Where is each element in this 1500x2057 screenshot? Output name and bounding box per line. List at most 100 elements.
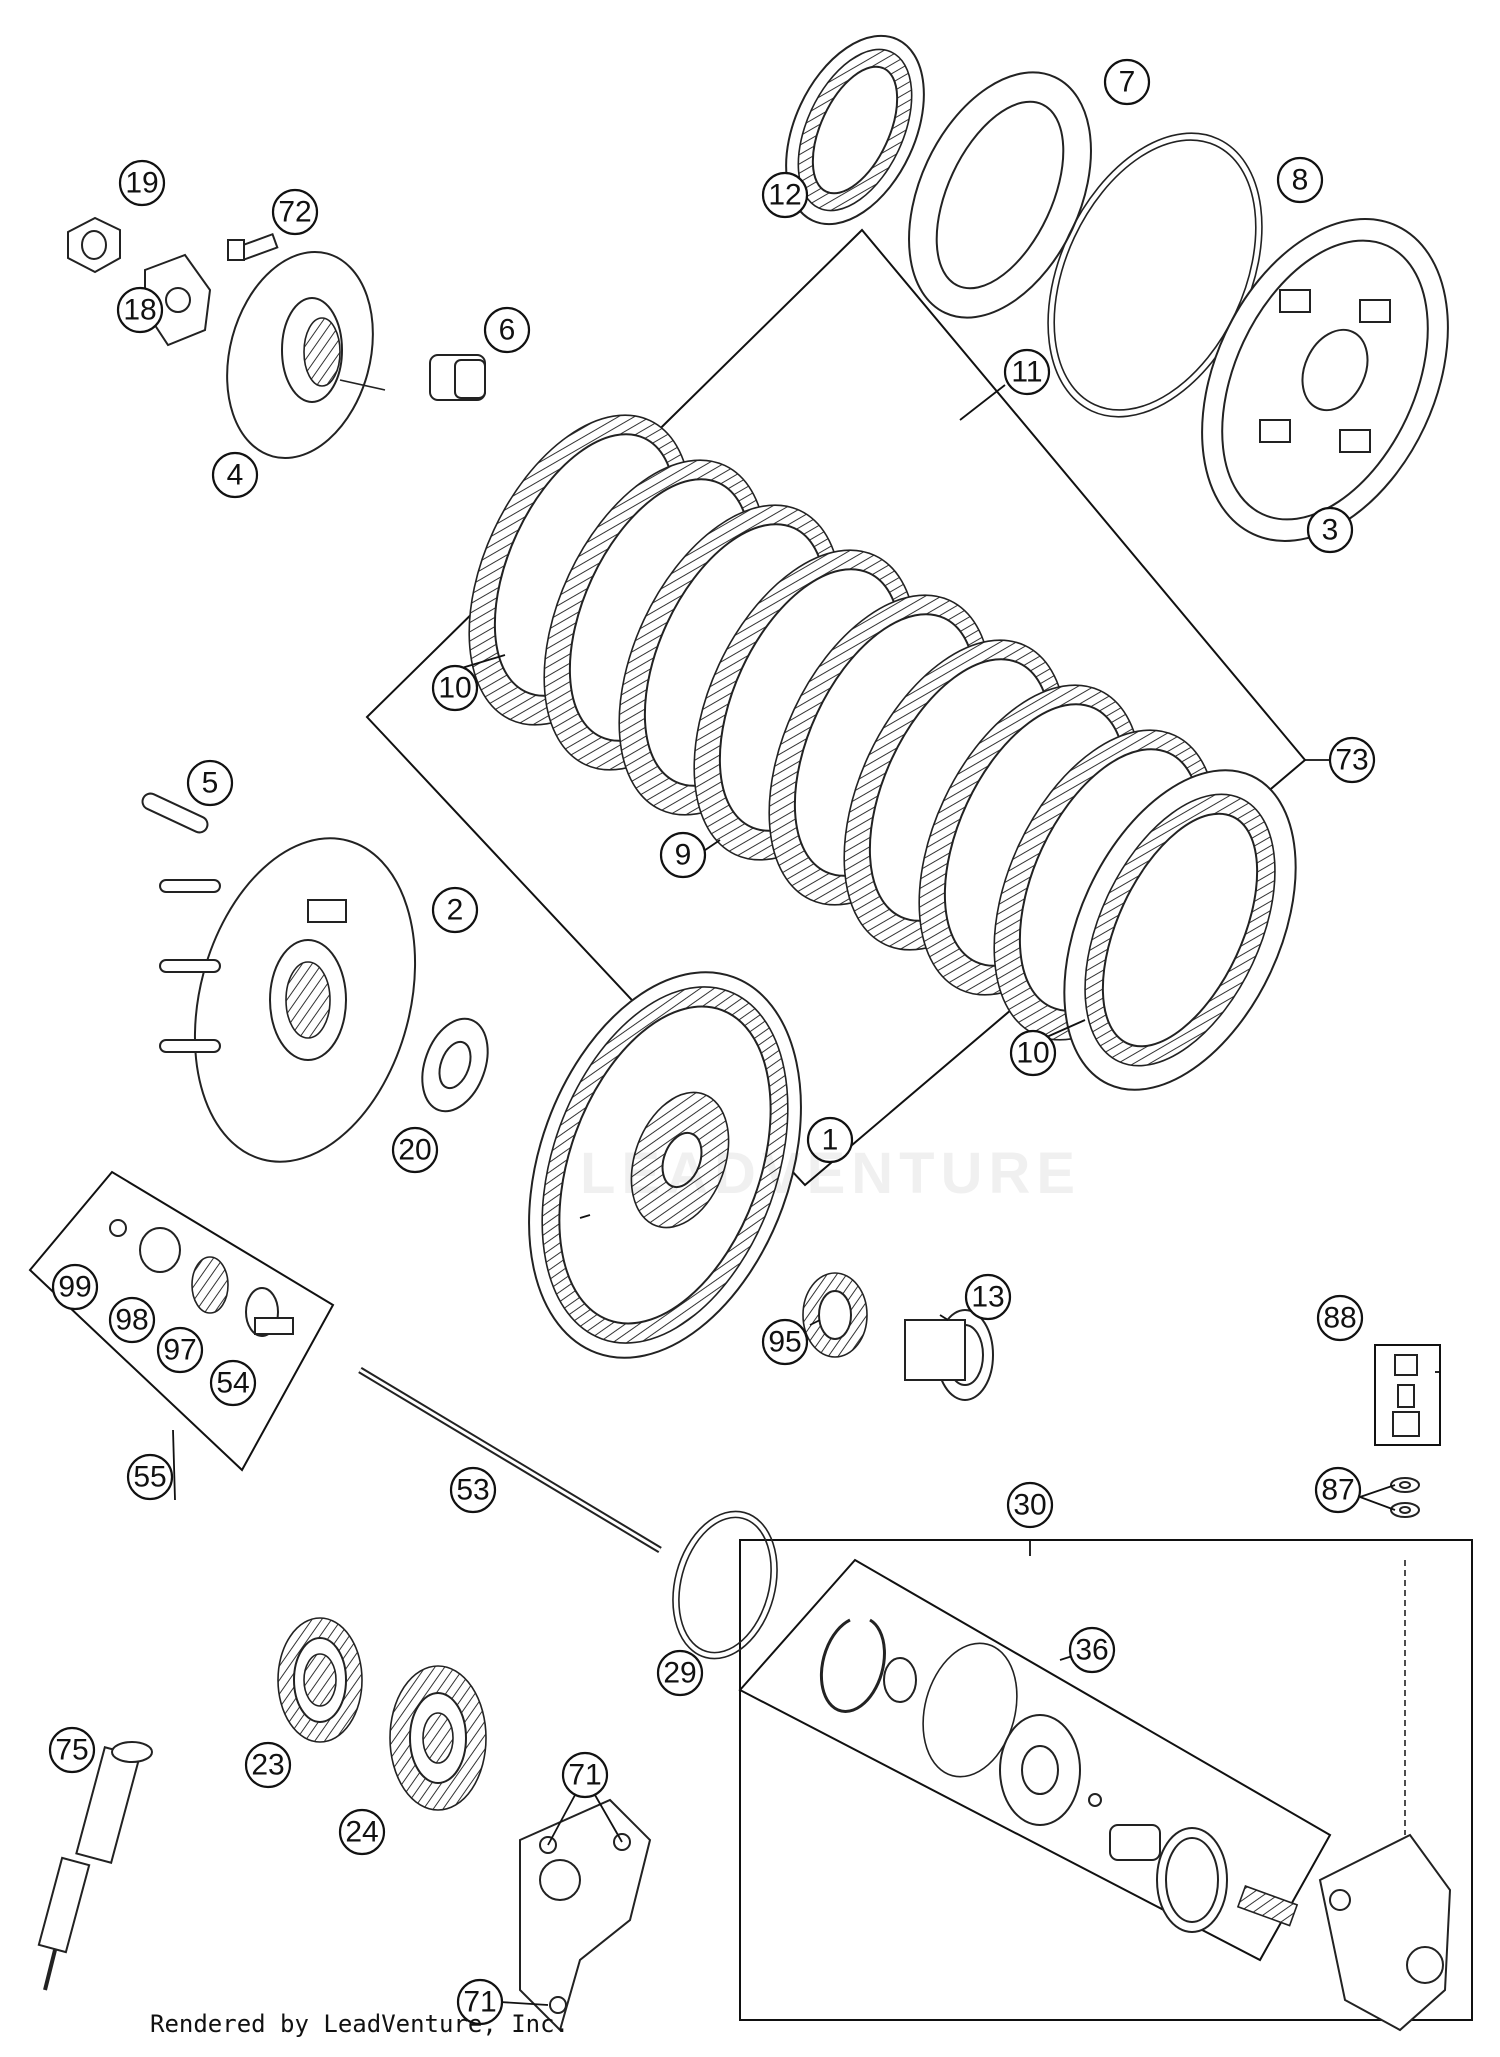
outer-clutch-basket-1 [528, 971, 802, 1359]
svg-text:71: 71 [568, 1759, 601, 1792]
clutch-plate-stack [468, 414, 1297, 1091]
callout-71-top: 71 [561, 1751, 609, 1799]
slave-cylinder-frame [739, 1539, 1473, 2021]
svg-text:95: 95 [768, 1326, 801, 1359]
inner-hub-4 [226, 250, 386, 460]
svg-text:8: 8 [1292, 164, 1309, 197]
slave-piston-subframe [738, 1558, 1332, 1962]
pressure-plate-3 [1201, 218, 1449, 542]
callout-13: 13 [964, 1273, 1012, 1321]
callout-72: 72 [271, 188, 319, 236]
svg-text:19: 19 [125, 167, 158, 200]
svg-text:55: 55 [133, 1461, 166, 1494]
callout-8: 8 [1276, 156, 1324, 204]
callout-54: 54 [209, 1359, 257, 1407]
svg-text:11: 11 [1011, 356, 1042, 389]
callout-98: 98 [108, 1296, 156, 1344]
callout-97: 97 [156, 1326, 204, 1374]
callout-18: 18 [116, 286, 164, 334]
callout-73: 73 [1328, 736, 1376, 784]
svg-text:12: 12 [768, 179, 801, 212]
callout-7: 7 [1103, 58, 1151, 106]
svg-text:1: 1 [822, 1124, 839, 1157]
nut-19 [67, 216, 121, 274]
bleeder-frame [1374, 1344, 1441, 1446]
callout-87: 87 [1314, 1466, 1362, 1514]
push-rod-53 [358, 1366, 662, 1554]
svg-text:54: 54 [216, 1367, 249, 1400]
callout-99: 99 [51, 1263, 99, 1311]
callout-10-top: 10 [431, 664, 479, 712]
svg-text:9: 9 [675, 839, 692, 872]
svg-text:73: 73 [1335, 744, 1368, 777]
svg-text:24: 24 [345, 1816, 378, 1849]
callout-75: 75 [48, 1726, 96, 1774]
callout-6: 6 [483, 306, 531, 354]
svg-text:6: 6 [499, 314, 516, 347]
slave-cylinder-parts [819, 1618, 1299, 1933]
svg-text:87: 87 [1321, 1474, 1354, 1507]
callout-88: 88 [1316, 1294, 1364, 1342]
svg-text:72: 72 [278, 196, 311, 229]
inner-clutch-hub-2 [159, 837, 417, 1163]
svg-text:10: 10 [1016, 1037, 1049, 1070]
slave-cylinder-housing [1318, 1560, 1452, 2032]
svg-text:18: 18 [123, 294, 156, 327]
callout-53: 53 [449, 1466, 497, 1514]
callout-71-bottom: 71 [456, 1978, 504, 2026]
washer-7 [908, 71, 1092, 319]
svg-text:88: 88 [1323, 1302, 1356, 1335]
copper-washers-87 [1390, 1477, 1420, 1518]
svg-text:23: 23 [251, 1749, 284, 1782]
callout-29: 29 [656, 1649, 704, 1697]
watermark: LEADVENTURE [580, 1141, 1082, 1206]
svg-text:71: 71 [463, 1986, 496, 2019]
callout-11: 11 [1003, 348, 1051, 396]
callout-10-bottom: 10 [1009, 1029, 1057, 1077]
callout-2: 2 [431, 886, 479, 934]
svg-text:7: 7 [1119, 66, 1136, 99]
callout-30: 30 [1006, 1481, 1054, 1529]
callout-9: 9 [659, 831, 707, 879]
release-kit-parts [109, 1219, 294, 1337]
svg-text:5: 5 [202, 767, 219, 800]
release-kit-frame [28, 1170, 335, 1472]
bleed-syringe-75 [37, 1741, 153, 1991]
bushing-13 [904, 1309, 994, 1401]
bleeder-valve-88 [1392, 1354, 1420, 1437]
callout-4: 4 [211, 451, 259, 499]
gear-23 [277, 1617, 363, 1743]
svg-text:4: 4 [227, 459, 244, 492]
svg-text:75: 75 [55, 1734, 88, 1767]
svg-text:3: 3 [1322, 514, 1339, 547]
callout-3: 3 [1306, 506, 1354, 554]
svg-text:10: 10 [438, 672, 471, 705]
svg-text:29: 29 [663, 1657, 696, 1690]
callout-24: 24 [338, 1808, 386, 1856]
screw-72 [227, 232, 279, 262]
callout-23: 23 [244, 1741, 292, 1789]
callout-19: 19 [118, 159, 166, 207]
o-ring-29 [672, 1510, 778, 1660]
callout-5: 5 [186, 759, 234, 807]
gear-24 [389, 1665, 487, 1811]
callout-1: 1 [806, 1116, 854, 1164]
leader-lines [172, 384, 1440, 2006]
callout-12: 12 [761, 171, 809, 219]
clutch-cover-71 [519, 1798, 652, 2032]
damper-6 [429, 354, 486, 401]
svg-text:98: 98 [115, 1304, 148, 1337]
thrust-bearing-12 [785, 34, 925, 226]
needle-bearing-95 [802, 1272, 868, 1358]
pin-5 [141, 792, 209, 834]
svg-text:30: 30 [1013, 1489, 1046, 1522]
callout-36: 36 [1068, 1626, 1116, 1674]
svg-text:2: 2 [447, 894, 464, 927]
svg-text:36: 36 [1075, 1634, 1108, 1667]
render-credit: Rendered by LeadVenture, Inc. [150, 2010, 570, 2038]
callout-20: 20 [391, 1126, 439, 1174]
svg-text:99: 99 [58, 1271, 91, 1304]
svg-text:53: 53 [456, 1474, 489, 1507]
callout-55: 55 [126, 1453, 174, 1501]
